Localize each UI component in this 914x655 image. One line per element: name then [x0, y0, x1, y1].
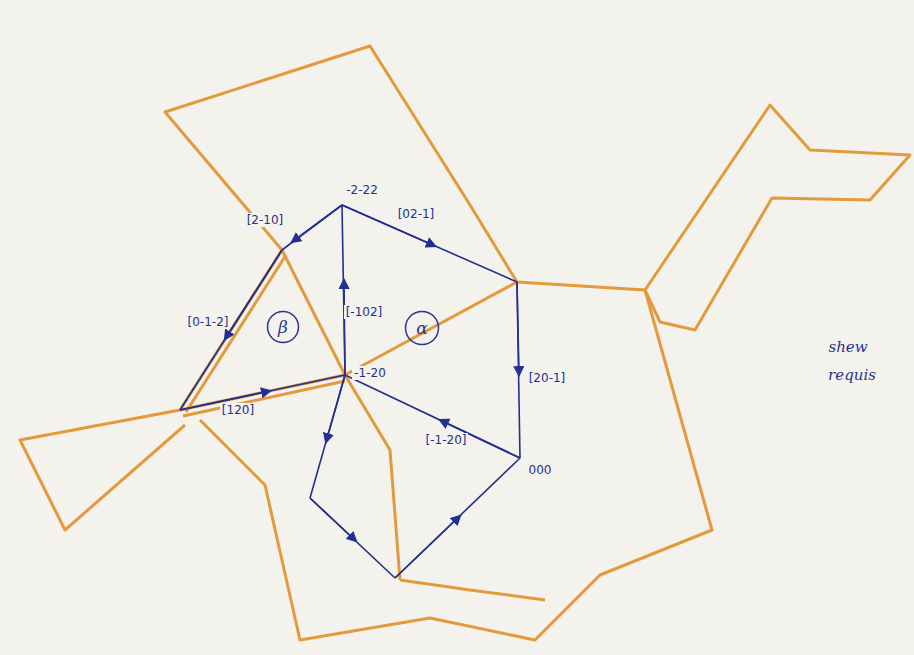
phase-symbol: α — [416, 318, 427, 338]
vector-label: [-102] — [344, 305, 385, 319]
margin-note: requis — [826, 368, 878, 382]
vector-label: [0-1-2] — [186, 315, 231, 329]
vector-label: -2-22 — [344, 183, 380, 197]
margin-note: shew — [826, 340, 869, 354]
phase-circle: α — [404, 310, 440, 346]
vector-label: [20-1] — [527, 371, 568, 385]
vector-label: [-1-20] — [424, 433, 469, 447]
vector-label: [2-10] — [245, 213, 286, 227]
phase-symbol: β — [278, 317, 288, 337]
vector-label: 000 — [527, 463, 554, 477]
vector-label: [02-1] — [396, 207, 437, 221]
vector-label: [120] — [220, 403, 256, 417]
blue-vectors — [180, 205, 520, 578]
phase-circle: β — [266, 310, 300, 344]
orange-polyhedra — [20, 46, 910, 640]
vector-label: -1-20 — [352, 366, 388, 380]
